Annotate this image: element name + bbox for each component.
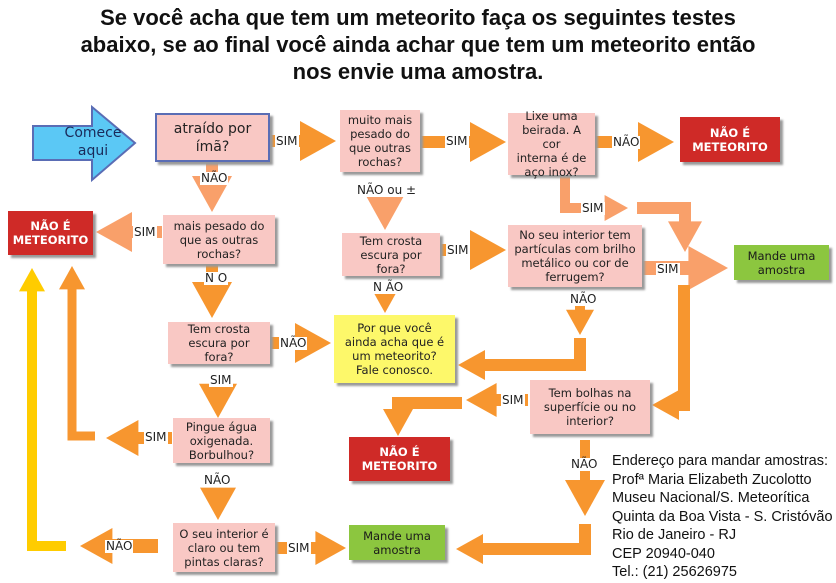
- arrow-magnet-yes-arrowhead-icon: [300, 121, 336, 161]
- arrow-crust-mid-no-arrowhead-icon: [373, 291, 397, 313]
- label-heavier-no: N O: [204, 271, 229, 285]
- label-light-no: NÃO: [105, 539, 134, 553]
- address-line: CEP 20940-040: [612, 545, 715, 562]
- arrow-crust-left-yes-arrowhead-icon: [199, 383, 237, 418]
- arrow-bubbles-no-to-sample-arrowhead-icon: [456, 534, 483, 564]
- mailing-address: Endereço para mandar amostras: Profª Mar…: [612, 452, 833, 582]
- node-metal-particles: No seu interior tem partículas com brilh…: [508, 225, 642, 287]
- arrow-light-no-arrowhead-icon: [80, 528, 113, 564]
- node-much-heavier: muito mais pesado do que outras rochas?: [340, 110, 420, 172]
- arrow-much-heavier-yes-arrowhead-icon: [470, 122, 506, 162]
- node-not-meteorite-mid: NÃO É METEORITO: [349, 437, 450, 481]
- arrow-bubbles-to-not-meteorite-shaft: [392, 397, 462, 411]
- node-peroxide: Pingue água oxigenada. Borbulhou?: [173, 418, 270, 463]
- address-line: Profª Maria Elizabeth Zucolotto: [612, 471, 812, 488]
- arrow-peroxide-yes-arrowhead-icon: [106, 420, 139, 456]
- label-metal-no: NÃO: [569, 292, 598, 306]
- start-arrow-icon: [32, 104, 137, 183]
- node-crust-mid: Tem crosta escura por fora?: [342, 233, 440, 276]
- arrow-crust-left-no-arrowhead-icon: [295, 323, 331, 363]
- node-heavier: mais pesado do que as outras rochas?: [163, 215, 275, 264]
- title-line: nos envie uma amostra.: [292, 59, 544, 84]
- start-label: Comece aqui: [64, 125, 122, 159]
- node-send-sample-bottom: Mande uma amostra: [349, 525, 445, 560]
- page-title: Se você acha que tem um meteorito faça o…: [0, 4, 836, 85]
- arrow-metal-no-arrowhead-icon: [566, 309, 594, 335]
- arrow-heavier-no-arrowhead-icon: [192, 282, 232, 318]
- label-crust-left-yes: SIM: [209, 373, 233, 387]
- arrow-file-edge-no-arrowhead-icon: [638, 122, 674, 162]
- address-line: Quinta da Boa Vista - S. Cristóvão: [612, 508, 833, 525]
- node-crust-left: Tem crosta escura por fora?: [168, 322, 270, 364]
- arrow-file-edge-yes-arrowhead-icon: [604, 195, 628, 221]
- title-line: abaixo, se ao final você ainda achar que…: [80, 32, 756, 57]
- label-crust-mid-yes: SIM: [446, 243, 470, 257]
- arrow-peroxide-to-not-meteorite-shaft: [67, 287, 95, 441]
- label-bubbles-no: NÃO: [570, 457, 599, 471]
- address-line: Rio de Janeiro - RJ: [612, 527, 737, 543]
- arrow-bubbles-to-not-meteorite-arrowhead-icon: [383, 409, 413, 436]
- arrow-to-bubbles-arrowhead-icon: [652, 390, 679, 420]
- arrow-bubbles-yes-arrowhead-icon: [466, 383, 497, 417]
- arrow-file-edge-to-sample-arrowhead-icon: [668, 221, 702, 252]
- address-line: Tel.: (21) 25626975: [612, 564, 737, 580]
- label-peroxide-no: NÃO: [203, 473, 232, 487]
- arrow-light-to-not-meteorite-shaft: [27, 289, 66, 551]
- node-magnet: atraído por ímã?: [155, 113, 270, 162]
- label-magnet-yes: SIM: [275, 134, 299, 148]
- arrow-much-heavier-no-arrowhead-icon: [365, 194, 405, 230]
- label-file-edge-no: NÃO: [612, 135, 641, 149]
- arrow-file-edge-to-sample-shaft: [637, 202, 691, 224]
- node-file-edge: Lixe uma beirada. A cor interna é de aço…: [508, 109, 595, 179]
- label-light-yes: SIM: [287, 541, 311, 555]
- address-line: Museu Nacional/S. Meteorítica: [612, 490, 810, 506]
- node-not-meteorite-left: NÃO É METEORITO: [8, 211, 93, 255]
- arrow-metal-no-to-why-arrowhead-icon: [458, 350, 485, 380]
- node-send-sample-right: Mande uma amostra: [734, 245, 829, 280]
- arrow-metal-no-to-why-shaft: [483, 338, 586, 371]
- label-bubbles-yes: SIM: [501, 393, 525, 407]
- title-line: Se você acha que tem um meteorito faça o…: [100, 5, 736, 30]
- label-metal-yes: SIM: [656, 262, 680, 276]
- arrow-heavier-yes-arrowhead-icon: [96, 212, 132, 252]
- node-light-interior: O seu interior é claro ou tem pintas cla…: [173, 523, 275, 572]
- label-crust-left-no: NÃO: [279, 336, 308, 350]
- arrow-light-yes-arrowhead-icon: [315, 531, 346, 565]
- address-line: Endereço para mandar amostras:: [612, 453, 828, 469]
- arrow-light-to-not-meteorite-arrowhead-icon: [19, 268, 45, 292]
- node-bubbles: Tem bolhas na superfície ou no interior?: [530, 380, 650, 434]
- label-magnet-no: NÃO: [200, 171, 229, 185]
- arrow-peroxide-to-not-meteorite-arrowhead-icon: [59, 266, 85, 290]
- arrow-bubbles-no-to-sample-shaft: [481, 524, 591, 555]
- arrow-magnet-no-arrowhead-icon: [192, 176, 232, 212]
- label-peroxide-yes: SIM: [144, 430, 168, 444]
- label-much-heavier-yes: SIM: [445, 134, 469, 148]
- arrow-peroxide-no-arrowhead-icon: [200, 487, 236, 520]
- arrow-bubbles-no-arrowhead-icon: [565, 480, 605, 516]
- arrow-to-bubbles-shaft: [677, 285, 690, 411]
- label-heavier-yes: SIM: [133, 225, 157, 239]
- label-crust-mid-no: N ÃO: [372, 280, 405, 294]
- node-why: Por que você ainda acha que é um meteori…: [334, 315, 455, 383]
- arrow-crust-mid-yes-arrowhead-icon: [470, 230, 506, 270]
- label-file-edge-yes: SIM: [581, 201, 605, 215]
- node-not-meteorite-top: NÃO É METEORITO: [680, 117, 780, 162]
- label-much-heavier-no: NÃO ou ±: [356, 183, 418, 197]
- arrow-metal-yes-arrowhead-icon: [688, 246, 728, 290]
